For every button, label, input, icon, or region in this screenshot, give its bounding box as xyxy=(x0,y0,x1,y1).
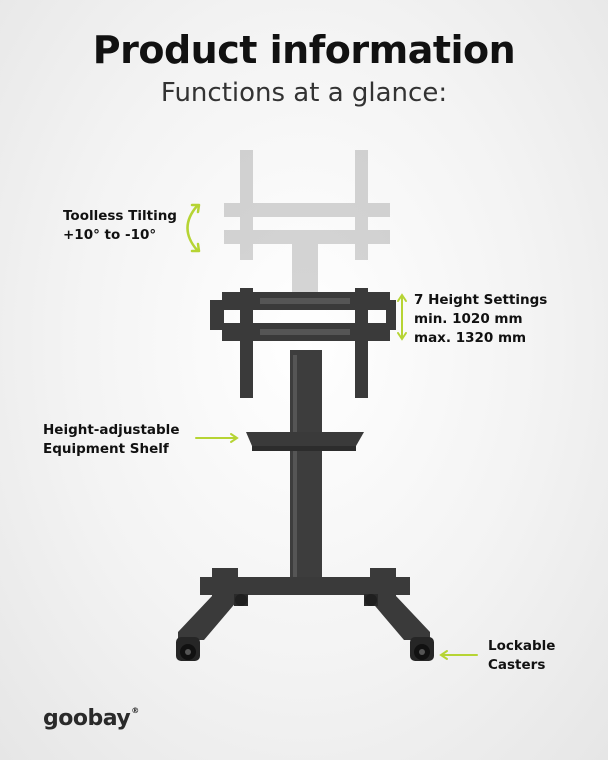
height-arrow-icon xyxy=(397,293,407,341)
callout-height-line3: max. 1320 mm xyxy=(414,330,527,346)
equipment-shelf xyxy=(246,432,364,451)
callout-casters-line2: Casters xyxy=(488,657,546,673)
page-subtitle: Functions at a glance: xyxy=(160,78,448,108)
brand-logo: goobay® xyxy=(43,706,139,731)
tilt-arrow-icon xyxy=(186,203,201,253)
callout-tilting: Toolless Tilting +10° to -10° xyxy=(63,207,177,245)
stand-base xyxy=(178,568,430,640)
callout-casters: Lockable Casters xyxy=(488,637,555,675)
brand-logo-text: goobay xyxy=(43,706,131,731)
callout-height-line2: min. 1020 mm xyxy=(414,311,523,327)
callout-shelf-line1: Height-adjustable xyxy=(43,422,180,438)
callout-height-line1: 7 Height Settings xyxy=(414,292,548,308)
caster-right xyxy=(410,637,434,661)
ghost-tilted-mount xyxy=(224,150,390,296)
callout-casters-line1: Lockable xyxy=(488,638,556,654)
caster-left xyxy=(176,637,200,661)
shelf-arrow-icon xyxy=(195,433,239,443)
caster-arrow-icon xyxy=(439,650,478,660)
callout-tilting-line2: +10° to -10° xyxy=(63,227,157,243)
tv-mount-bracket xyxy=(210,288,396,398)
callout-height: 7 Height Settings min. 1020 mm max. 1320… xyxy=(414,291,547,348)
brand-registered-mark: ® xyxy=(131,706,139,715)
callout-shelf-line2: Equipment Shelf xyxy=(43,441,169,457)
callout-tilting-line1: Toolless Tilting xyxy=(63,208,177,224)
callout-shelf: Height-adjustable Equipment Shelf xyxy=(43,421,179,459)
page-title: Product information xyxy=(92,28,516,72)
